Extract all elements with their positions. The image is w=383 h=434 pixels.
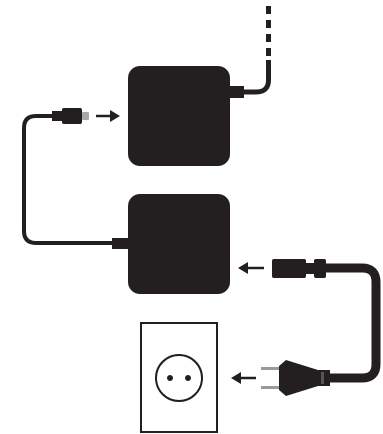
dash-segment bbox=[266, 48, 271, 56]
usb-c-connector-icon bbox=[52, 108, 89, 124]
plug-pin-top bbox=[261, 367, 281, 370]
arrow-icon bbox=[238, 262, 264, 274]
left-loop-cable bbox=[22, 114, 120, 245]
top-cable-solid bbox=[240, 60, 271, 95]
outlet-hole-left bbox=[167, 375, 173, 381]
top-power-adapter-icon bbox=[128, 66, 230, 166]
plug-ridge bbox=[321, 372, 324, 384]
arrow-icon bbox=[96, 110, 120, 122]
top-dashed-cable bbox=[226, 6, 271, 98]
plug-body bbox=[279, 360, 318, 396]
outlet-socket bbox=[155, 354, 203, 402]
dash-segment bbox=[266, 6, 271, 14]
top-adapter-output-port bbox=[226, 86, 244, 98]
plug-pin-bottom bbox=[261, 386, 281, 389]
dash-segment bbox=[266, 20, 271, 28]
wall-outlet-icon bbox=[140, 322, 218, 433]
bottom-adapter-left-port bbox=[112, 238, 130, 249]
europlug-icon bbox=[261, 360, 330, 396]
dash-segment bbox=[266, 34, 271, 42]
arrow-icon bbox=[231, 372, 256, 384]
outlet-hole-right bbox=[185, 375, 191, 381]
iec-c7-connector-icon bbox=[272, 259, 326, 278]
right-loop-cable bbox=[326, 263, 381, 383]
bottom-power-adapter-icon bbox=[128, 194, 230, 294]
